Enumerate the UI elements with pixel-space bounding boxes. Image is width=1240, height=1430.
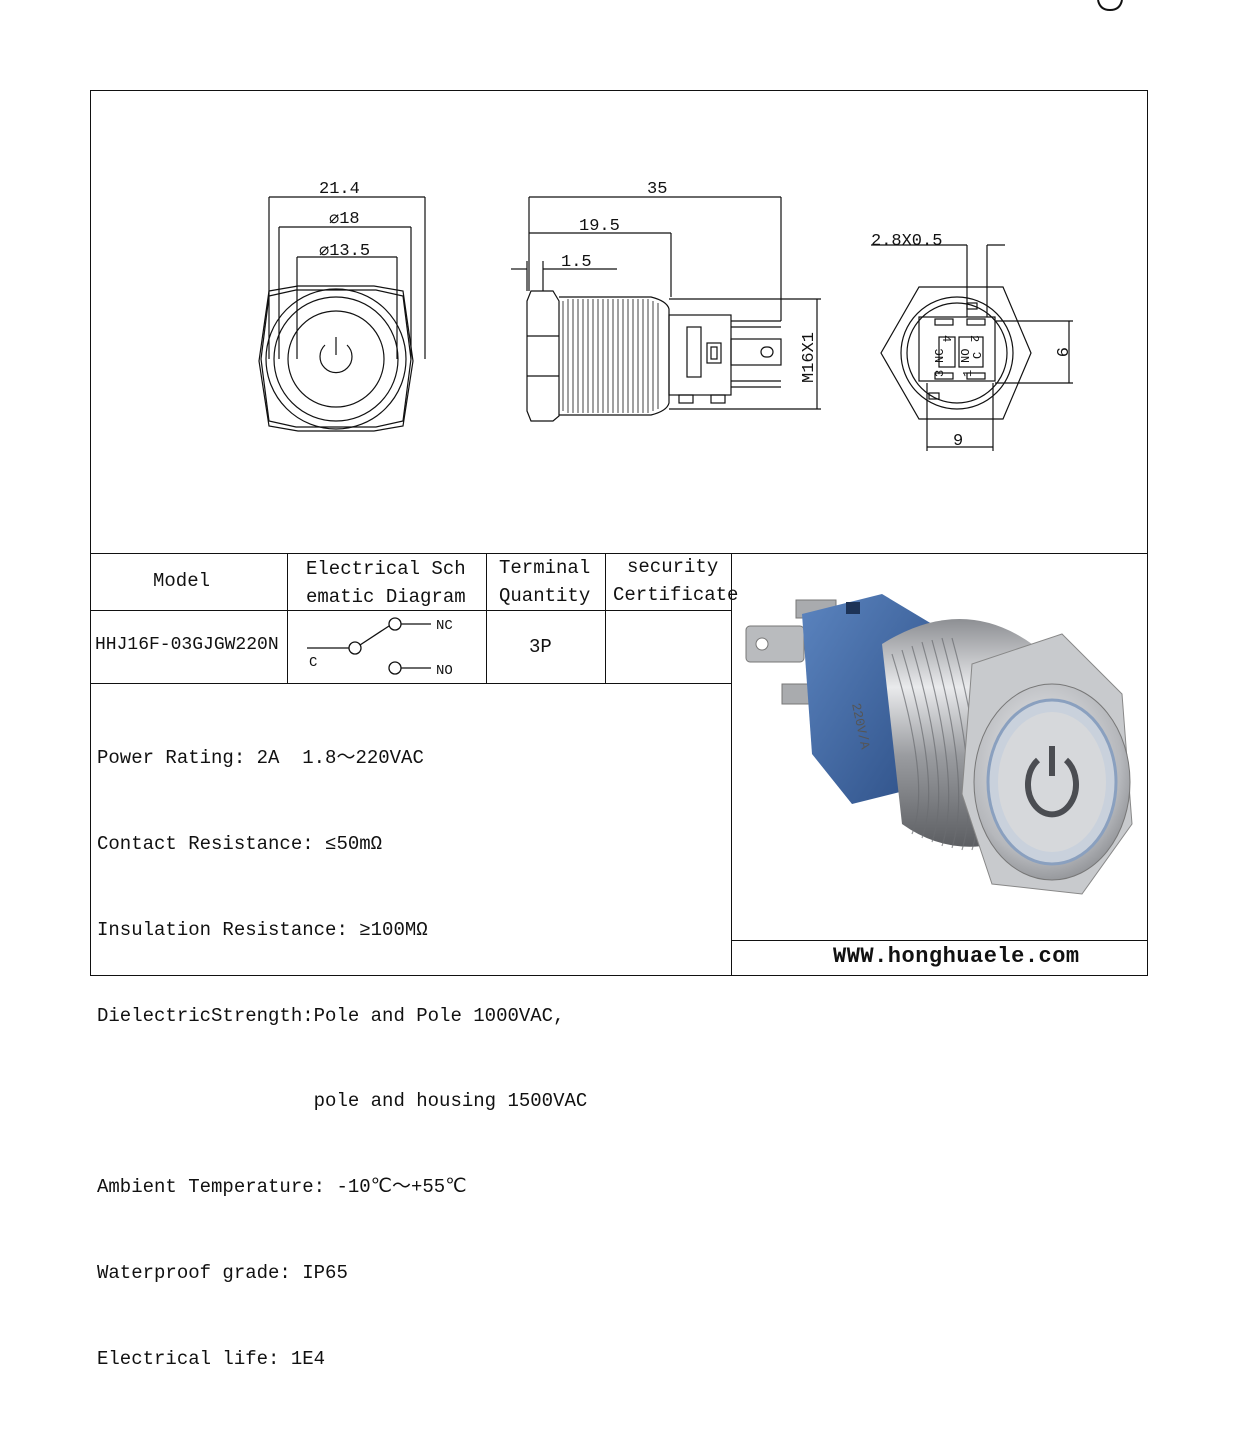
header-model: Model bbox=[153, 570, 211, 592]
rear-view bbox=[871, 244, 1073, 451]
dim-terminal-size: 2.8X0.5 bbox=[871, 232, 942, 251]
datasheet-frame: 21.4 ⌀18 ⌀13.5 35 19.5 1.5 M16X1 2.8X0.5… bbox=[90, 90, 1148, 1370]
spec-power-rating: Power Rating: 2A 1.8～220VAC bbox=[97, 747, 424, 770]
spec-dielectric-strength-cont: pole and housing 1500VAC bbox=[97, 1090, 588, 1113]
col-divider-3 bbox=[605, 553, 606, 683]
spec-electrical-life: Electrical life: 1E4 bbox=[97, 1347, 326, 1370]
schematic-no-label: NO bbox=[436, 663, 453, 679]
dim-head-thickness: 1.5 bbox=[561, 253, 592, 272]
website-divider bbox=[731, 940, 1147, 941]
header-cert-line1: security bbox=[627, 556, 719, 578]
terminal-4-label: 4 bbox=[939, 335, 953, 342]
dim-rear-height: 9 bbox=[1051, 347, 1070, 357]
terminal-1-label: 1 bbox=[961, 370, 975, 377]
col-divider-2 bbox=[486, 553, 487, 683]
header-cert-line2: Certificate bbox=[613, 584, 739, 606]
header-schematic-line2: ematic Diagram bbox=[306, 586, 466, 608]
header-terminal-line2: Quantity bbox=[499, 585, 591, 607]
product-photo: 220V/A bbox=[745, 594, 1133, 895]
spec-insulation-resistance: Insulation Resistance: ≥100MΩ bbox=[97, 918, 428, 941]
data-row-border bbox=[91, 683, 731, 684]
dim-cap-diameter: ⌀13.5 bbox=[319, 242, 370, 261]
spec-ambient-temperature: Ambient Temperature: -10℃～+55℃ bbox=[97, 1176, 467, 1199]
spec-list: Power Rating: 2A 1.8～220VAC Contact Resi… bbox=[97, 687, 587, 1430]
switch-schematic: NC C NO bbox=[307, 617, 453, 679]
corner-mark bbox=[1097, 0, 1123, 12]
dim-total-length: 35 bbox=[647, 180, 667, 199]
dim-rear-width: 9 bbox=[953, 432, 963, 451]
dim-overall-diameter: 21.4 bbox=[319, 180, 360, 199]
spec-dielectric-strength: DielectricStrength:Pole and Pole 1000VAC… bbox=[97, 1004, 565, 1027]
schematic-c-label: C bbox=[309, 655, 317, 671]
dim-bezel-diameter: ⌀18 bbox=[329, 210, 360, 229]
front-view bbox=[258, 196, 426, 432]
schematic-nc-label: NC bbox=[436, 618, 453, 634]
col-divider-1 bbox=[287, 553, 288, 683]
technical-drawing: 21.4 ⌀18 ⌀13.5 35 19.5 1.5 M16X1 2.8X0.5… bbox=[258, 180, 1073, 451]
dim-thread-spec: M16X1 bbox=[800, 332, 819, 383]
dim-thread-length: 19.5 bbox=[579, 217, 620, 236]
header-row-border bbox=[91, 610, 731, 611]
terminal-nc-label: NC bbox=[933, 349, 947, 363]
table-top-border bbox=[91, 553, 1147, 554]
terminal-quantity: 3P bbox=[529, 636, 552, 658]
terminal-no-label: NO bbox=[959, 349, 973, 363]
website-url: WWW.honghuaele.com bbox=[833, 944, 1080, 969]
terminal-3-label: 3 bbox=[933, 370, 947, 377]
header-schematic-line1: Electrical Sch bbox=[306, 558, 466, 580]
spec-waterproof-grade: Waterproof grade: IP65 bbox=[97, 1261, 348, 1284]
photo-divider bbox=[731, 553, 732, 975]
terminal-2-label: 2 bbox=[967, 335, 981, 342]
terminal-c-label: C bbox=[971, 352, 985, 359]
side-view bbox=[511, 196, 821, 422]
model-number: HHJ16F-03GJGW220N bbox=[95, 635, 279, 655]
header-terminal-line1: Terminal bbox=[499, 557, 591, 579]
spec-contact-resistance: Contact Resistance: ≤50mΩ bbox=[97, 832, 383, 855]
